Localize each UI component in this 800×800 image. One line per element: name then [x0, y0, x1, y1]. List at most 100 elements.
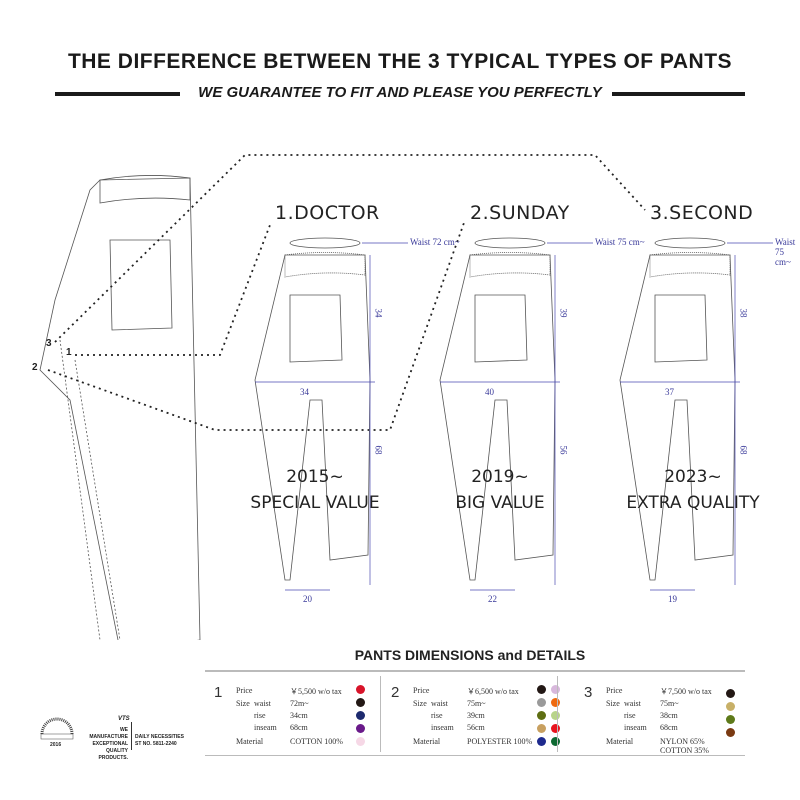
model-name: 3.SECOND	[650, 202, 754, 224]
bottom-width-label: 22	[488, 594, 497, 604]
detail-section: 2 Price ￥6,500 w/o tax Size waist 75m~ r…	[385, 676, 560, 756]
bottom-width-label: 19	[668, 594, 677, 604]
waist-label: Waist 72 cm~	[410, 237, 460, 247]
item-number: 2	[391, 684, 400, 701]
divider	[612, 92, 745, 96]
label: inseam	[431, 723, 454, 732]
rise-label: 38	[738, 308, 749, 318]
item-number: 1	[214, 684, 223, 701]
info-line: ST NO. 5811-2240	[135, 741, 177, 747]
label: Material	[413, 737, 441, 746]
label: Price	[236, 686, 253, 695]
color-swatch[interactable]	[726, 702, 735, 711]
color-swatch[interactable]	[356, 698, 365, 707]
color-swatch[interactable]	[551, 724, 560, 733]
color-swatch[interactable]	[356, 711, 365, 720]
model-tagline: 2015~ SPECIAL VALUE	[215, 464, 415, 516]
pants-drawing	[619, 237, 736, 581]
color-swatch[interactable]	[356, 737, 365, 746]
inseam-value: 56cm	[467, 723, 485, 732]
pants-diagram	[39, 154, 773, 640]
inseam-label: 68	[373, 445, 384, 455]
slogan-line: WE MANUFACTURE	[89, 727, 128, 740]
label: Material	[236, 737, 264, 746]
color-swatch[interactable]	[726, 689, 735, 698]
color-swatch[interactable]	[551, 685, 560, 694]
page-title: THE DIFFERENCE BETWEEN THE 3 TYPICAL TYP…	[67, 50, 733, 73]
callout-number: 1	[66, 347, 72, 358]
divider	[205, 755, 745, 756]
color-swatch[interactable]	[726, 728, 735, 737]
inseam-label: 68	[738, 445, 749, 455]
detail-section: 3 Price ￥7,500 w/o tax Size waist 75m~ r…	[578, 676, 753, 756]
callout-lines	[47, 154, 646, 431]
divider	[557, 676, 558, 752]
slogan-line: QUALITY PRODUCTS.	[98, 748, 128, 761]
rise-value: 38cm	[660, 711, 678, 720]
divider	[131, 722, 132, 750]
waist-label: Waist 75 cm~	[595, 237, 645, 247]
divider	[205, 670, 745, 672]
brand-slogan: WE MANUFACTURE EXCEPTIONAL QUALITY PRODU…	[80, 727, 128, 762]
label: Size	[606, 699, 620, 708]
year: 2023~	[664, 467, 722, 487]
label: waist	[624, 699, 641, 708]
rise-value: 39cm	[467, 711, 485, 720]
color-swatch[interactable]	[551, 737, 560, 746]
rise-label: 39	[558, 308, 569, 318]
pants-drawing	[439, 237, 556, 581]
callout-number: 2	[32, 362, 38, 373]
price: ￥5,500 w/o tax	[290, 687, 342, 696]
waist-label: Waist 75 cm~	[775, 237, 796, 267]
inseam-label: 56	[558, 445, 569, 455]
table-title: PANTS DIMENSIONS and DETAILS	[354, 647, 586, 663]
item-number: 3	[584, 684, 593, 701]
waist-value: 75m~	[660, 699, 679, 708]
waist-value: 75m~	[467, 699, 486, 708]
color-swatch[interactable]	[356, 724, 365, 733]
detail-section: 1 Price ￥5,500 w/o tax Size waist 72m~ r…	[208, 676, 383, 756]
color-swatch[interactable]	[537, 724, 546, 733]
rise-label: 34	[373, 308, 384, 318]
label: Size	[236, 699, 250, 708]
color-swatch[interactable]	[537, 685, 546, 694]
color-swatch[interactable]	[537, 698, 546, 707]
label: Price	[413, 686, 430, 695]
rise-value: 34cm	[290, 711, 308, 720]
label: rise	[254, 711, 266, 720]
color-swatch[interactable]	[551, 698, 560, 707]
color-swatch[interactable]	[726, 715, 735, 724]
year: 2019~	[471, 467, 529, 487]
material-value: NYLON 65%	[660, 737, 705, 746]
divider	[55, 92, 180, 96]
color-swatch[interactable]	[551, 711, 560, 720]
label: rise	[431, 711, 443, 720]
tagline: EXTRA QUALITY	[626, 493, 760, 513]
tagline: BIG VALUE	[455, 493, 545, 513]
price: ￥6,500 w/o tax	[467, 687, 519, 696]
divider	[380, 676, 381, 752]
logo-year: 2016	[50, 742, 62, 748]
price: ￥7,500 w/o tax	[660, 687, 712, 696]
slogan-line: EXCEPTIONAL	[92, 741, 128, 747]
label: waist	[431, 699, 448, 708]
large-pants-drawing	[39, 175, 201, 640]
dimension-lines	[440, 242, 593, 591]
info-line: DAILY NECESSITIES	[135, 734, 184, 740]
color-swatch[interactable]	[356, 685, 365, 694]
model-name: 1.DOCTOR	[275, 202, 380, 224]
bottom-width-label: 20	[303, 594, 312, 604]
label: Price	[606, 686, 623, 695]
label: Size	[413, 699, 427, 708]
color-swatch[interactable]	[537, 711, 546, 720]
brand-info: DAILY NECESSITIES ST NO. 5811-2240	[135, 734, 184, 748]
inseam-value: 68cm	[290, 723, 308, 732]
label: Material	[606, 737, 634, 746]
material-value: COTTON 35%	[660, 746, 709, 755]
pants-drawing	[254, 237, 371, 581]
label: rise	[624, 711, 636, 720]
dimension-lines	[255, 242, 408, 591]
tagline: SPECIAL VALUE	[250, 493, 380, 513]
color-swatch[interactable]	[537, 737, 546, 746]
label: inseam	[254, 723, 277, 732]
